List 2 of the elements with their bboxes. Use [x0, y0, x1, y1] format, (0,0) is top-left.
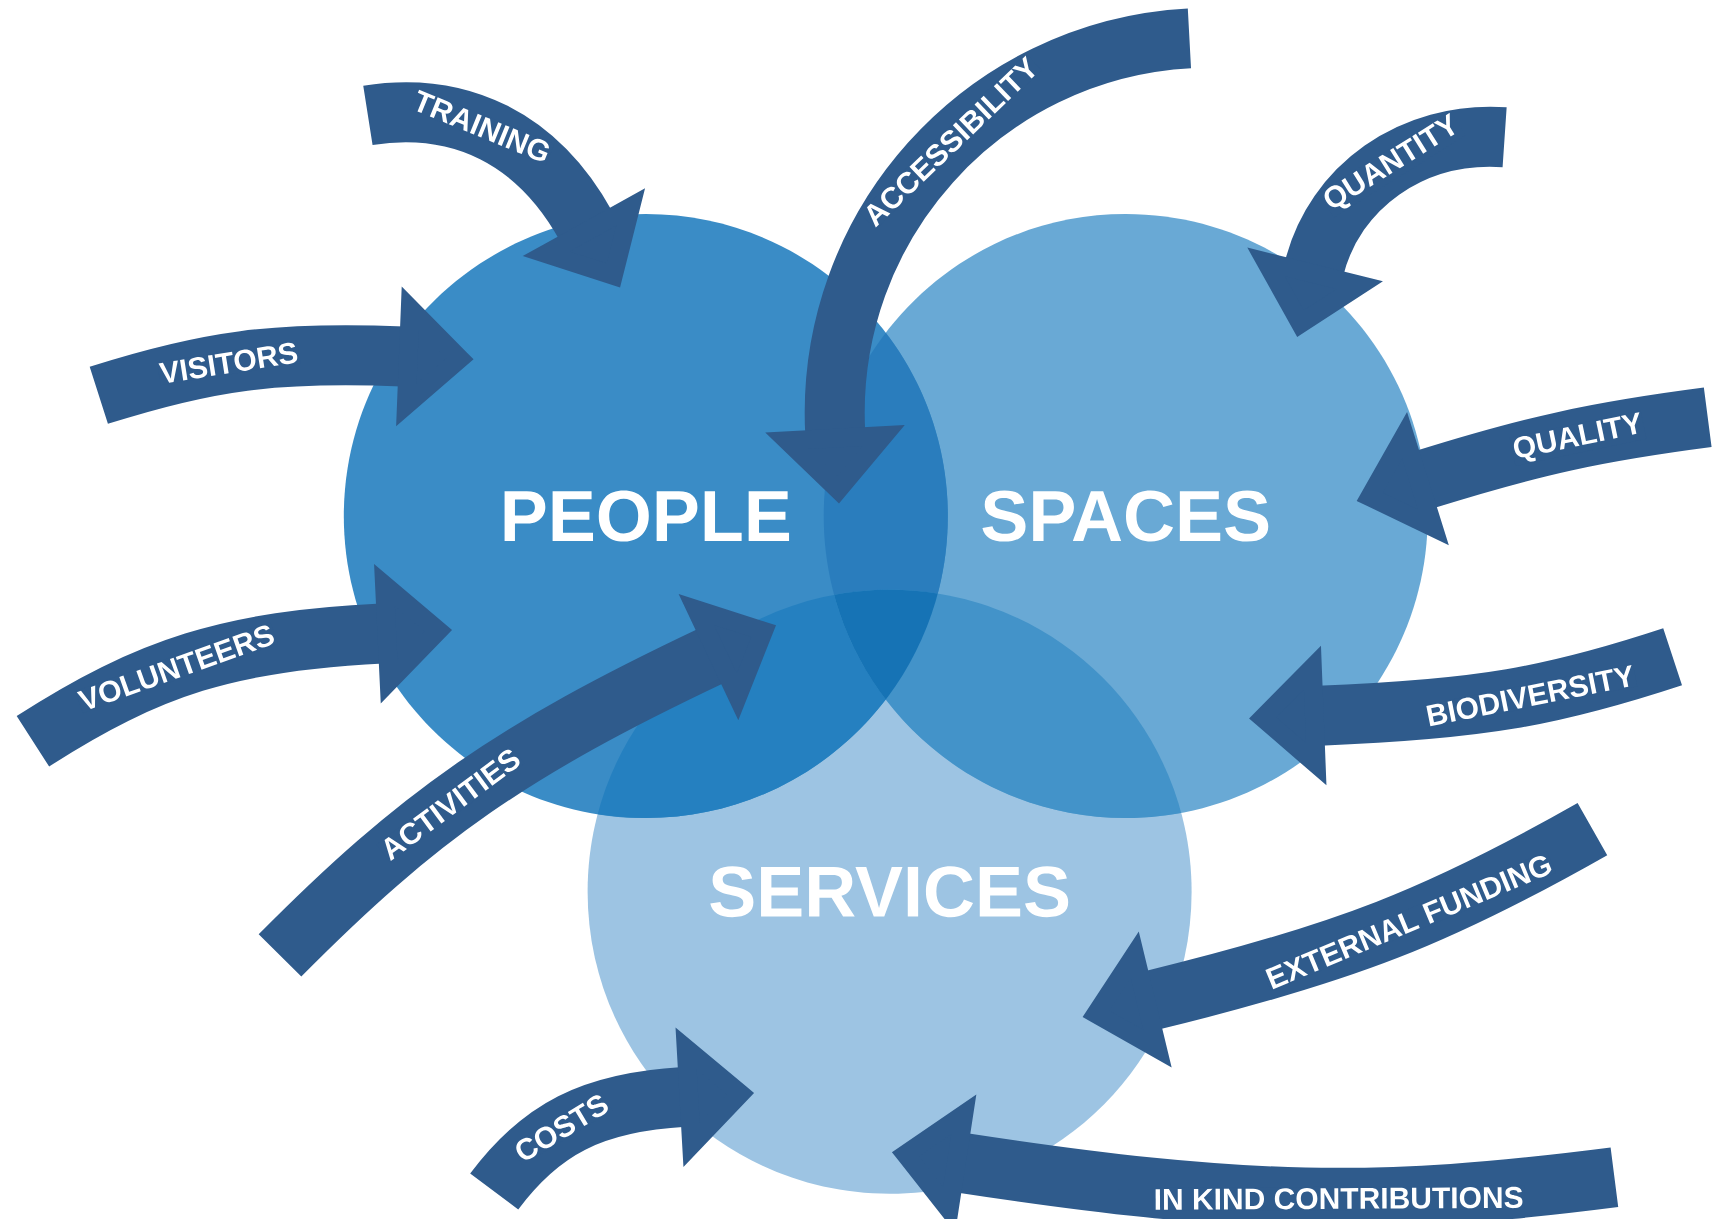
- edge-label: VISITORS: [157, 340, 301, 386]
- edge-label: QUALITY: [1509, 410, 1647, 467]
